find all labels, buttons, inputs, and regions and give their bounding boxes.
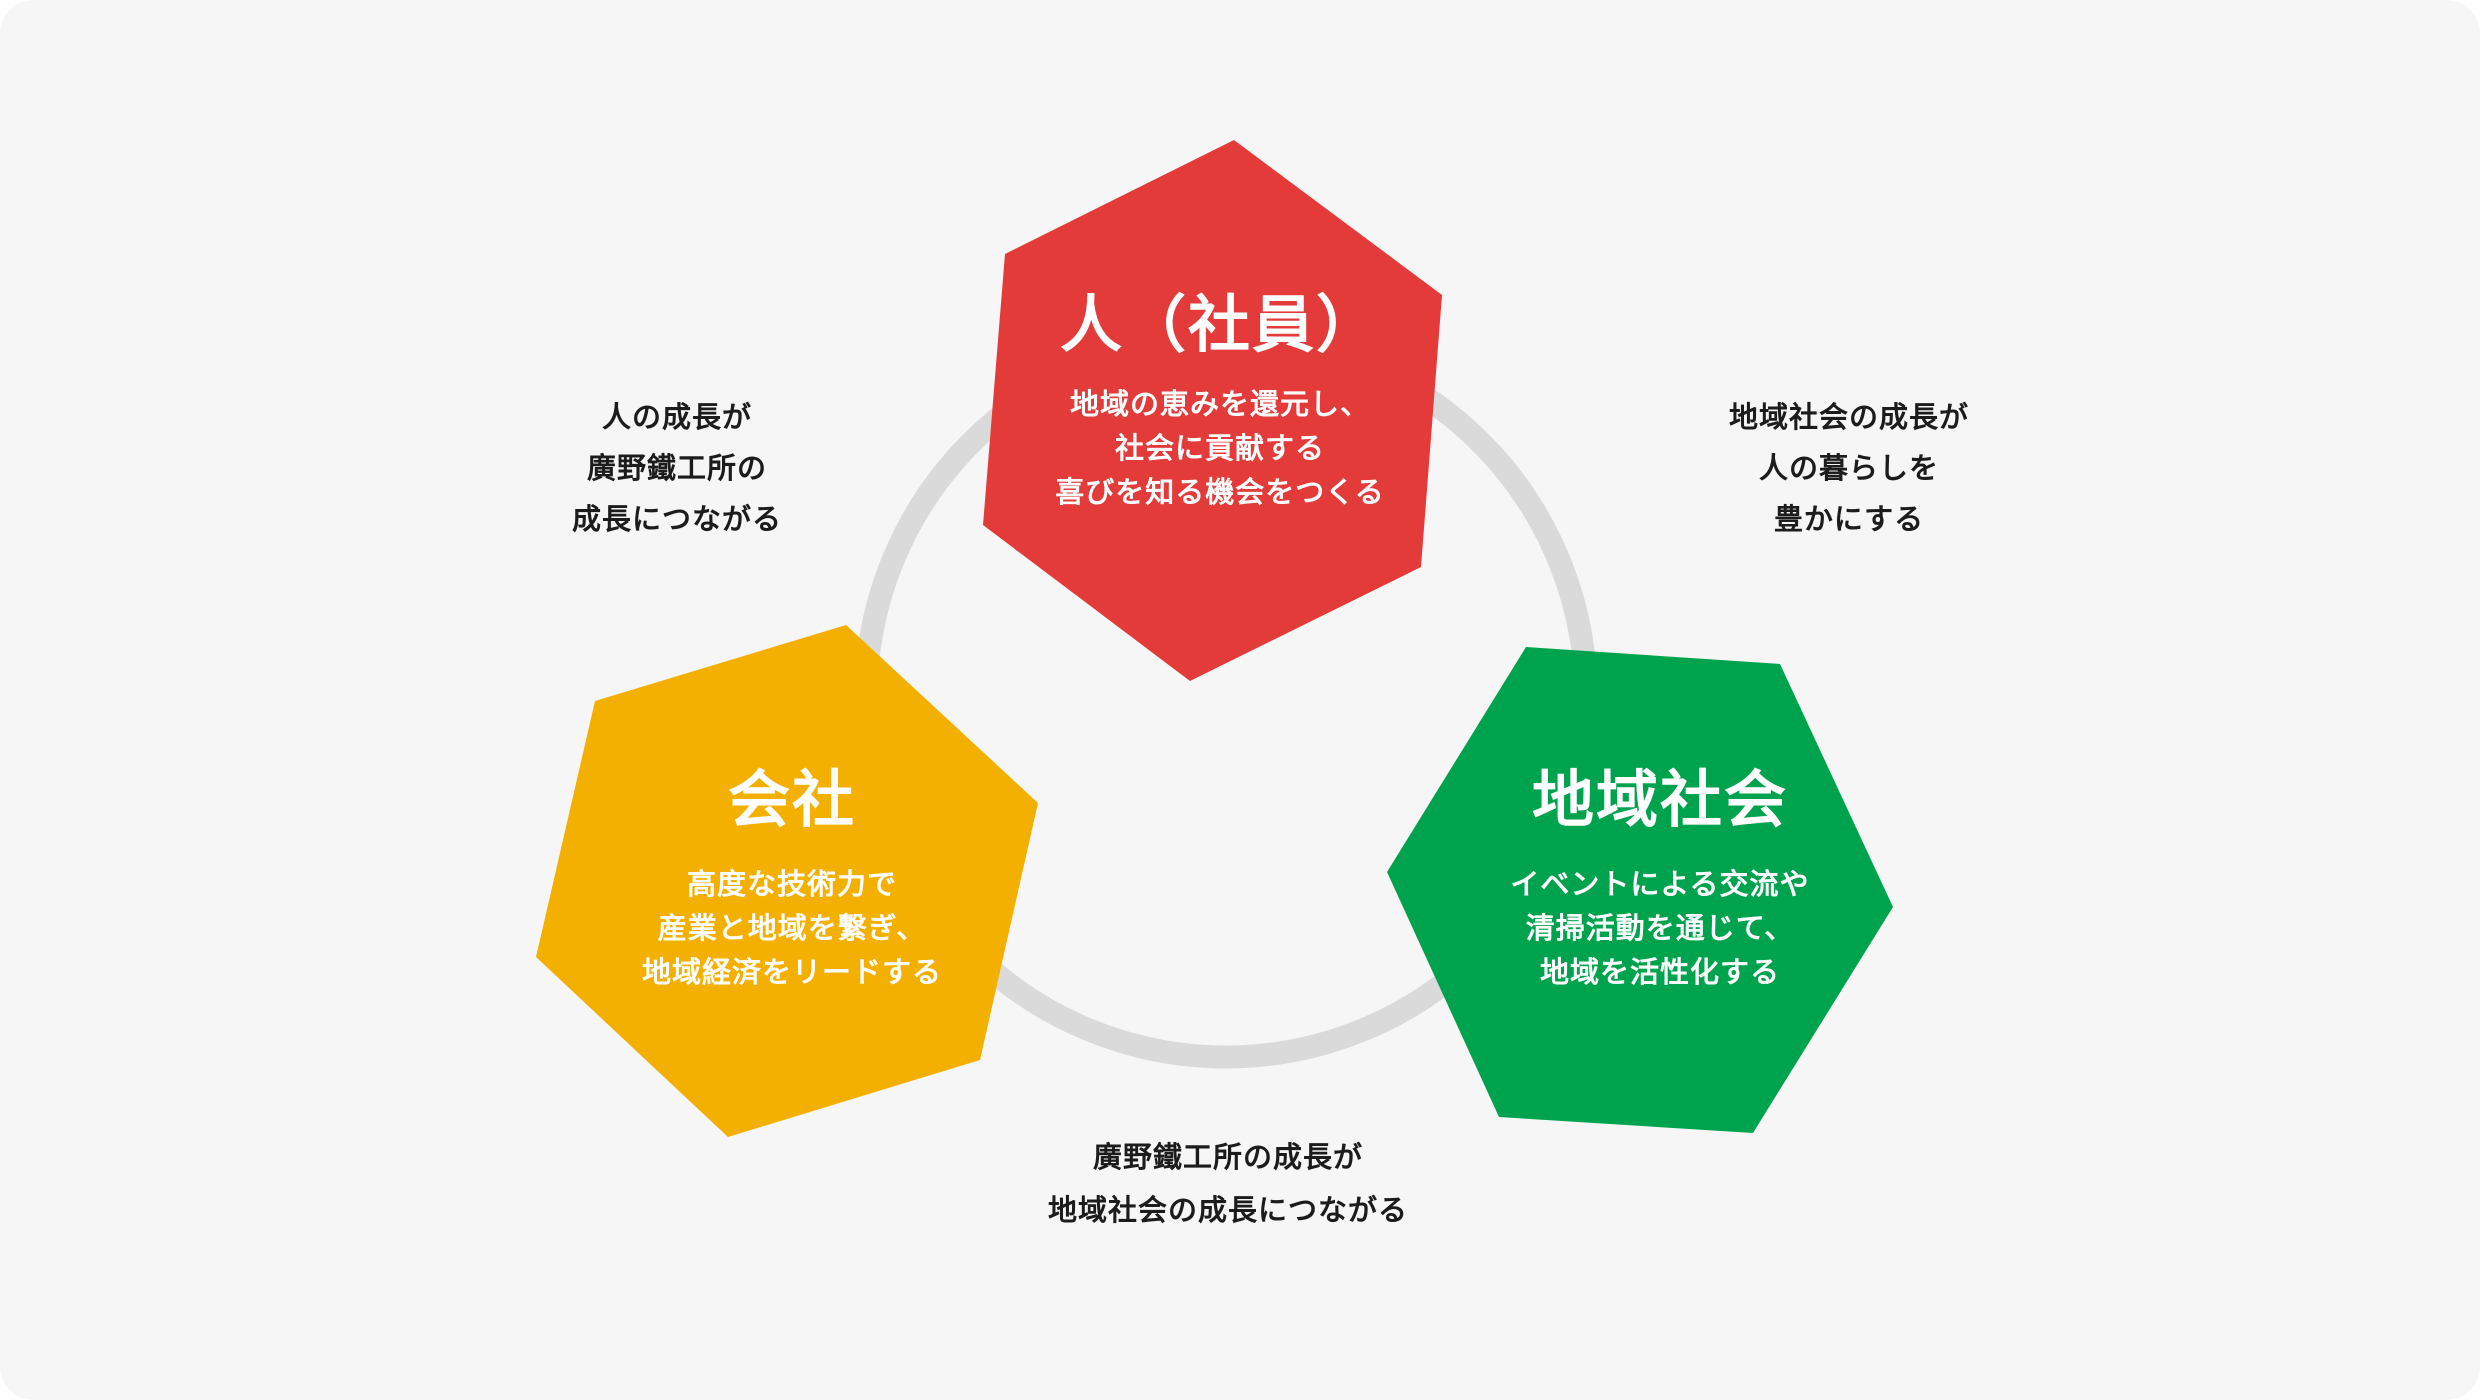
hexagon-company (536, 625, 1038, 1137)
node-company-title: 会社 (727, 763, 857, 836)
node-community-title: 地域社会 (1531, 763, 1789, 836)
node-community-line: 清掃活動を通じて、 (1525, 911, 1795, 945)
hexagon-community (1387, 647, 1893, 1133)
node-community-line: 地域を活性化する (1539, 955, 1781, 989)
node-person-line: 地域の恵みを還元し、 (1069, 387, 1371, 421)
hexagon-person (983, 140, 1442, 681)
node-person-title: 人（社員） (1059, 288, 1381, 361)
note-line: 廣野鐵工所の (586, 451, 768, 485)
note-company-to-community: 廣野鐵工所の成長が 地域社会の成長につながる (1048, 1131, 1408, 1237)
note-line: 成長につながる (571, 502, 783, 536)
node-company-line: 高度な技術力で (686, 867, 898, 901)
node-community-line: イベントによる交流や (1510, 867, 1810, 901)
node-company: 会社 高度な技術力で 産業と地域を繋ぎ、 地域経済をリードする (642, 765, 942, 994)
note-line: 地域社会の成長につながる (1047, 1193, 1409, 1227)
note-line: 豊かにする (1773, 502, 1925, 536)
node-company-description: 高度な技術力で 産業と地域を繋ぎ、 地域経済をリードする (642, 862, 942, 994)
note-line: 人の暮らしを (1758, 451, 1940, 485)
node-community-description: イベントによる交流や 清掃活動を通じて、 地域を活性化する (1510, 862, 1809, 994)
node-person-line: 社会に貢献する (1114, 431, 1326, 465)
node-person-line: 喜びを知る機会をつくる (1055, 475, 1385, 509)
node-company-line: 産業と地域を繋ぎ、 (657, 911, 927, 945)
note-line: 人の成長が (601, 400, 753, 434)
node-person-description: 地域の恵みを還元し、 社会に貢献する 喜びを知る機会をつくる (1055, 382, 1384, 514)
note-person-to-company: 人の成長が 廣野鐵工所の 成長につながる (572, 392, 782, 545)
node-person: 人（社員） 地域の恵みを還元し、 社会に貢献する 喜びを知る機会をつくる (1055, 290, 1384, 514)
note-community-to-person: 地域社会の成長が 人の暮らしを 豊かにする (1729, 392, 1969, 545)
note-line: 地域社会の成長が (1728, 400, 1970, 434)
node-community: 地域社会 イベントによる交流や 清掃活動を通じて、 地域を活性化する (1510, 765, 1809, 994)
note-line: 廣野鐵工所の成長が (1092, 1140, 1364, 1174)
node-company-line: 地域経済をリードする (641, 955, 943, 989)
